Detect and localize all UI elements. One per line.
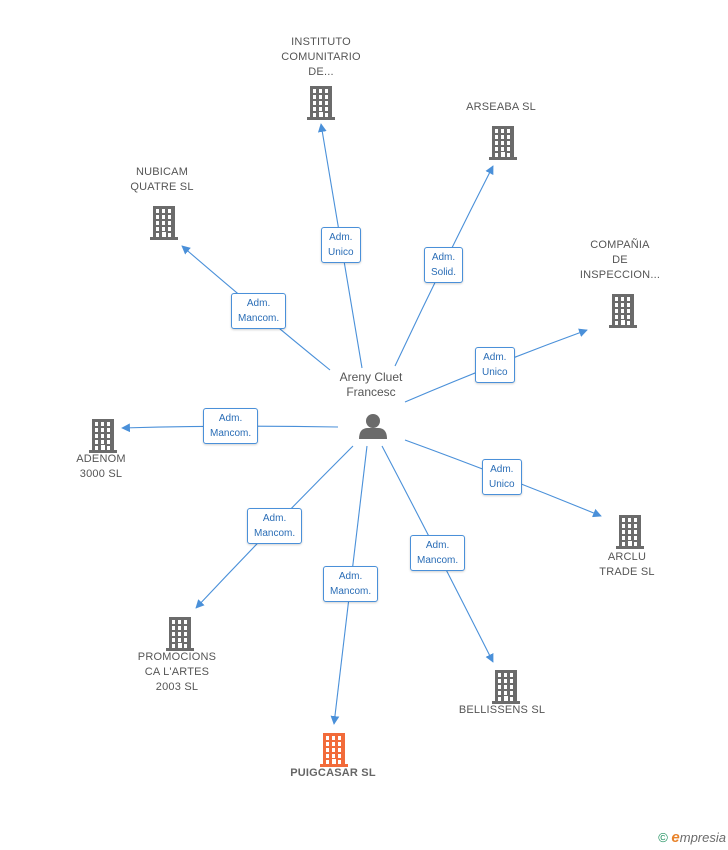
- company-label-line: ADENOM: [76, 453, 126, 465]
- role-badge-line: Adm.: [490, 464, 514, 475]
- company-label-puigcasar[interactable]: PUIGCASAR SL: [263, 766, 403, 781]
- building-icon[interactable]: [307, 86, 335, 120]
- role-badge-line: Adm.: [483, 352, 507, 363]
- building-icon[interactable]: [609, 294, 637, 328]
- company-label-promocions[interactable]: PROMOCIONS CA L'ARTES 2003 SL: [107, 650, 247, 695]
- center-name-line-1: Areny Cluet: [339, 370, 403, 384]
- role-badge-line: Adm.: [329, 232, 353, 243]
- brand-initial: e: [671, 829, 680, 846]
- company-label-line: ARSEABA SL: [466, 101, 536, 113]
- role-badge-nubicam[interactable]: Adm. Mancom.: [231, 293, 287, 329]
- company-label-line: CA L'ARTES: [144, 666, 210, 678]
- company-label-line: NUBICAM: [135, 166, 189, 178]
- role-badge-line: Mancom.: [254, 528, 296, 539]
- company-label-line: DE: [612, 254, 628, 266]
- building-icon[interactable]: [89, 419, 117, 453]
- role-badge-line: Unico: [328, 247, 354, 258]
- company-label-bellissens[interactable]: BELLISSENS SL: [432, 703, 572, 718]
- company-label-line: INSTITUTO: [291, 36, 351, 48]
- building-icon[interactable]: [320, 733, 348, 767]
- role-badge-puigcasar[interactable]: Adm. Mancom.: [323, 566, 379, 602]
- person-icon[interactable]: [359, 414, 387, 439]
- company-label-nubicam[interactable]: NUBICAM QUATRE SL: [92, 165, 232, 195]
- company-label-instituto[interactable]: INSTITUTO COMUNITARIO DE...: [251, 35, 391, 80]
- building-icon[interactable]: [489, 126, 517, 160]
- center-person-name[interactable]: Areny Cluet Francesc: [311, 370, 431, 400]
- building-icon[interactable]: [492, 670, 520, 704]
- building-icon[interactable]: [166, 617, 194, 651]
- role-badge-line: Unico: [482, 367, 508, 378]
- center-name-line-2: Francesc: [346, 385, 396, 399]
- role-badge-line: Adm.: [218, 413, 243, 424]
- footer-credit[interactable]: © empresia: [658, 829, 726, 846]
- role-badge-line: Adm.: [431, 252, 456, 263]
- brand-name: mpresia: [679, 830, 726, 845]
- company-label-adenom[interactable]: ADENOM 3000 SL: [31, 452, 171, 482]
- role-badge-line: Mancom.: [417, 555, 459, 566]
- role-badge-line: Adm.: [246, 298, 271, 309]
- company-label-arseaba[interactable]: ARSEABA SL: [431, 100, 571, 115]
- company-label-line: COMUNITARIO: [281, 51, 361, 63]
- role-badge-line: Unico: [489, 479, 515, 490]
- company-label-line: TRADE SL: [599, 566, 655, 578]
- company-label-line: ARCLU: [607, 551, 647, 563]
- company-label-line: 3000 SL: [79, 468, 123, 480]
- company-label-line: COMPAÑIA: [590, 239, 650, 251]
- company-label-line: 2003 SL: [155, 681, 199, 693]
- building-icon[interactable]: [150, 206, 178, 240]
- role-badge-line: Mancom.: [238, 313, 280, 324]
- building-icon[interactable]: [616, 515, 644, 549]
- role-badge-arclu[interactable]: Adm. Unico: [482, 459, 522, 495]
- company-label-compania[interactable]: COMPAÑIA DE INSPECCION...: [550, 238, 690, 283]
- role-badge-line: Solid.: [431, 267, 457, 278]
- company-label-line: BELLISSENS SL: [458, 704, 546, 716]
- copyright-icon: ©: [658, 830, 668, 845]
- company-label-line: DE...: [308, 66, 334, 78]
- company-label-line: PUIGCASAR SL: [290, 767, 376, 779]
- company-label-line: INSPECCION...: [579, 269, 661, 281]
- role-badge-arseaba[interactable]: Adm. Solid.: [424, 247, 464, 283]
- company-label-line: PROMOCIONS: [137, 651, 217, 663]
- role-badge-line: Adm.: [425, 540, 450, 551]
- role-badge-bellissens[interactable]: Adm. Mancom.: [410, 535, 466, 571]
- role-badge-line: Mancom.: [210, 428, 252, 439]
- role-badge-line: Adm.: [262, 513, 287, 524]
- role-badge-line: Mancom.: [330, 586, 372, 597]
- company-label-arclu[interactable]: ARCLU TRADE SL: [557, 550, 697, 580]
- role-badge-line: Adm.: [338, 571, 363, 582]
- role-badge-instituto[interactable]: Adm. Unico: [321, 227, 361, 263]
- role-badge-adenom[interactable]: Adm. Mancom.: [203, 408, 259, 444]
- company-label-line: QUATRE SL: [130, 181, 194, 193]
- role-badge-compania[interactable]: Adm. Unico: [475, 347, 515, 383]
- role-badge-promocions[interactable]: Adm. Mancom.: [247, 508, 303, 544]
